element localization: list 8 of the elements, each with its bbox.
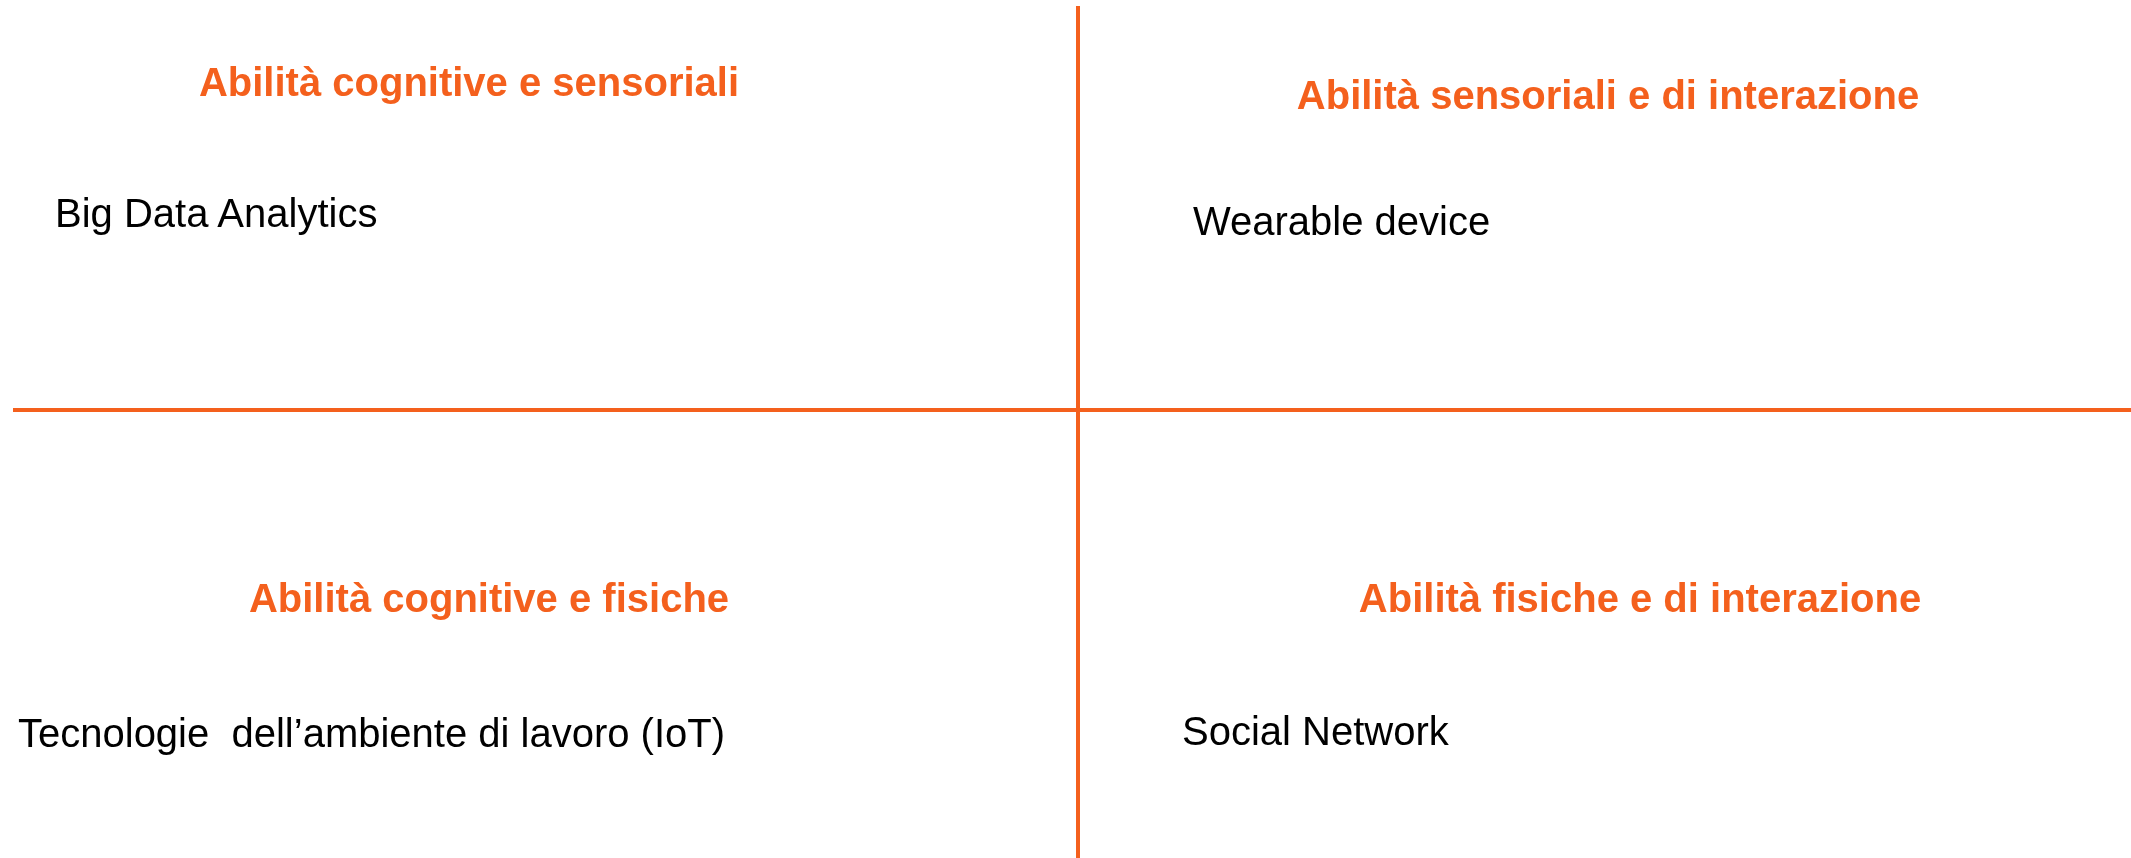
quadrant-item: Wearable device [1193,198,1491,244]
quadrant-heading: Abilità cognitive e fisiche [248,575,730,621]
quadrant-item: Social Network [1182,708,1449,754]
quadrant-heading: Abilità fisiche e di interazione [1358,575,1922,621]
quadrant-item: Tecnologie dell’ambiente di lavoro (IoT) [18,710,726,756]
quadrant-heading: Abilità sensoriali e di interazione [1296,72,1920,118]
quadrant-item: Big Data Analytics [55,190,378,236]
quadrant-heading: Abilità cognitive e sensoriali [198,59,740,105]
